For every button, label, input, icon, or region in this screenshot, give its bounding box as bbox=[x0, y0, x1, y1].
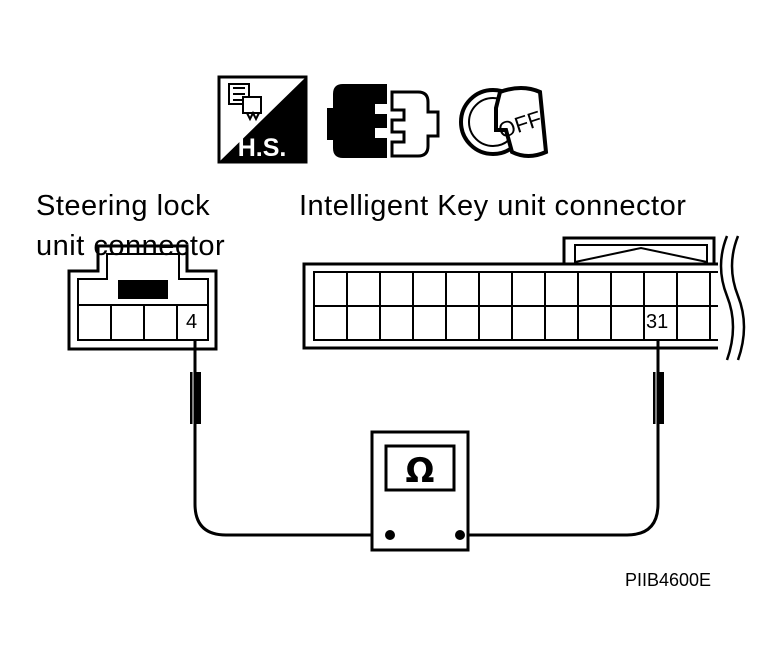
intelligent-key-connector bbox=[302, 232, 758, 362]
steering-connector-label-line1: Steering lock bbox=[36, 190, 211, 222]
left-probe bbox=[190, 340, 390, 537]
key-unit-connector-label: Intelligent Key unit connector bbox=[299, 190, 687, 222]
steering-lock-connector bbox=[67, 244, 218, 351]
steering-pin-number: 4 bbox=[186, 311, 198, 333]
meter-terminal-left bbox=[385, 530, 395, 540]
figure-code: PIIB4600E bbox=[625, 570, 712, 590]
ignition-key-off-icon: OFF bbox=[459, 86, 549, 158]
meter-terminal-right bbox=[455, 530, 465, 540]
hs-text: H.S. bbox=[238, 134, 287, 162]
ohm-symbol: Ω bbox=[406, 451, 435, 491]
ohmmeter-icon: Ω bbox=[370, 430, 470, 552]
key-unit-pin-number: 31 bbox=[646, 311, 669, 333]
steering-connector-label-line2: unit connector bbox=[36, 230, 226, 262]
right-probe bbox=[460, 340, 664, 537]
connector-disconnect-icon bbox=[327, 84, 440, 158]
harness-disconnect-icon: H.S. bbox=[217, 75, 308, 164]
